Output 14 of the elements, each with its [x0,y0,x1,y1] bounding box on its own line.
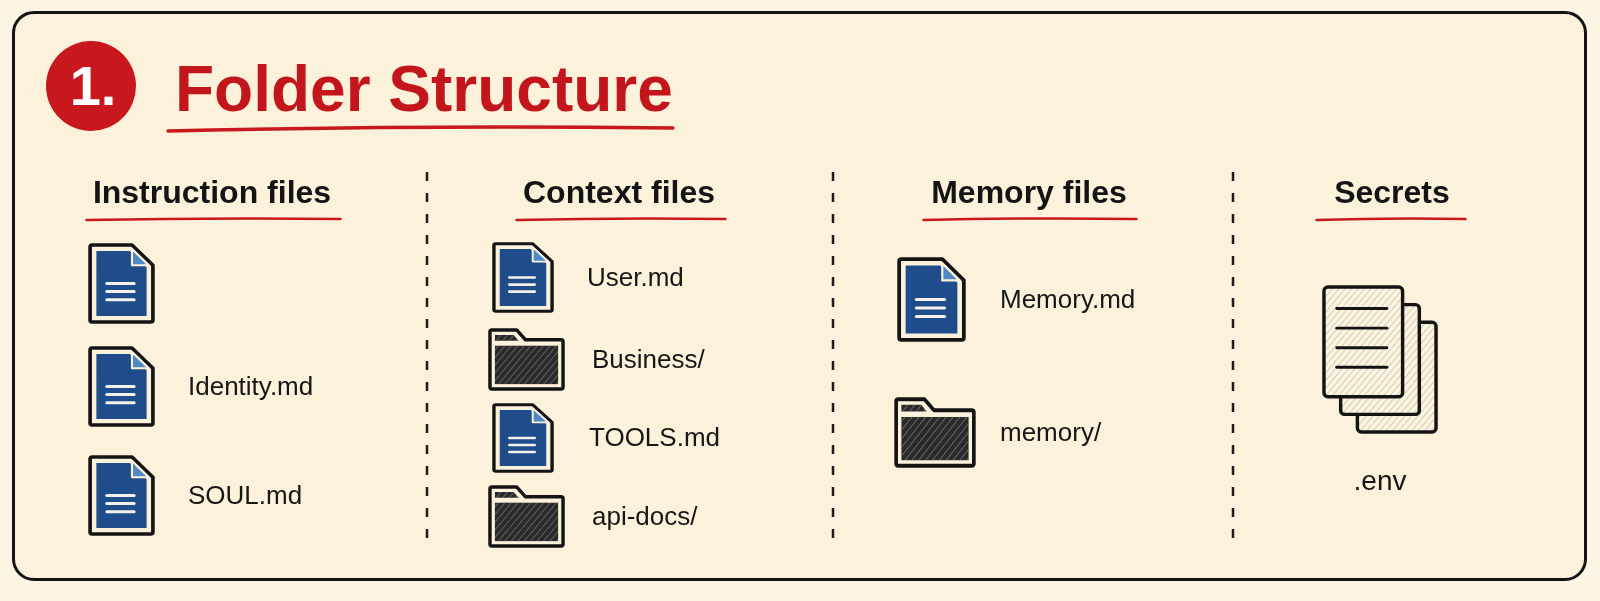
file-name: memory/ [1000,416,1102,449]
file-name: .env [1353,464,1407,498]
file-name: Business/ [592,343,705,376]
file-name: TOOLS.md [589,422,720,454]
file-name: Identity.md [188,370,314,403]
column-heading: Secrets [1334,176,1450,208]
column-heading: Context files [523,176,715,208]
column-heading: Instruction files [92,176,332,208]
file-name: api-docs/ [592,500,698,533]
title: Folder Structure [175,57,673,121]
file-name: User.md [587,261,684,294]
file-name: SOUL.md [188,479,303,512]
column-heading: Memory files [931,176,1127,208]
file-name: Memory.md [1000,283,1136,316]
